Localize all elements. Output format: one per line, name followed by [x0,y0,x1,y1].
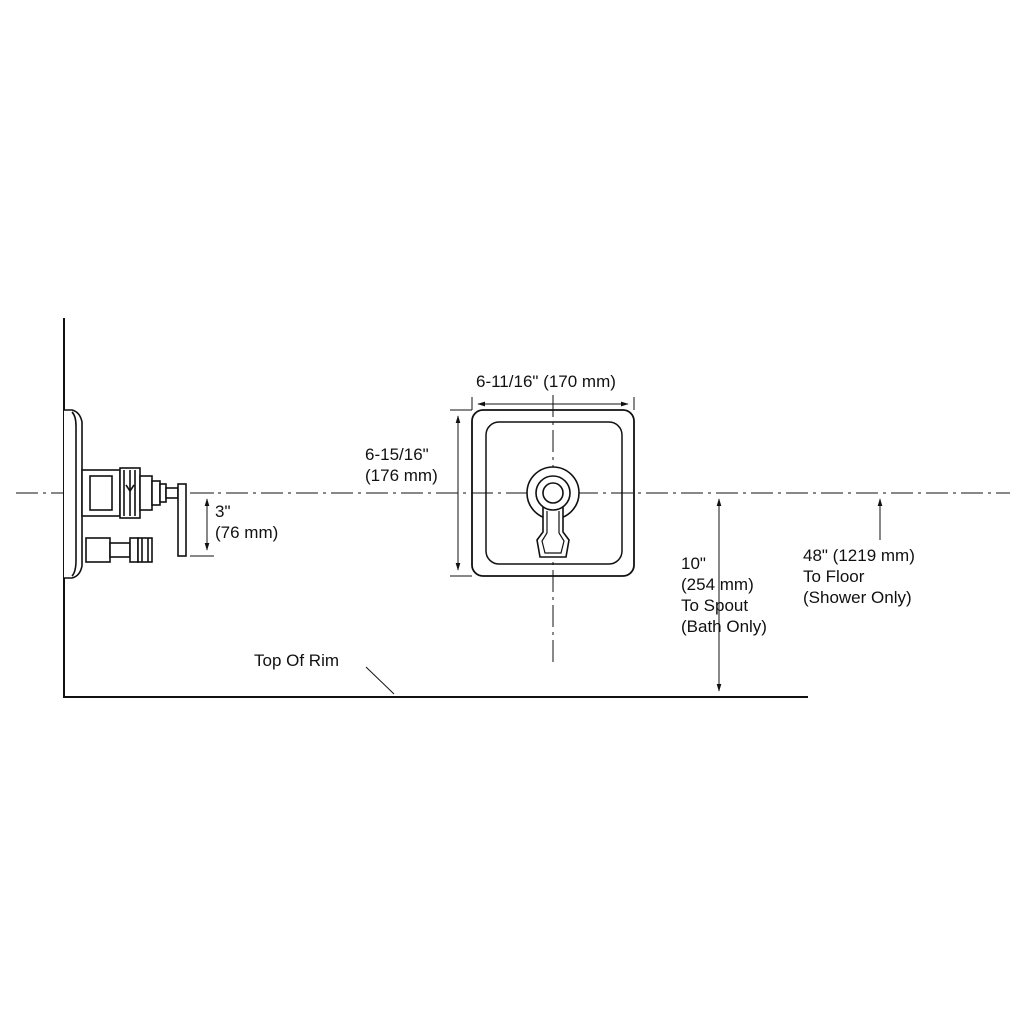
top-of-rim-label: Top Of Rim [254,651,340,670]
handle-offset-dimension [190,492,214,557]
plate-height-label: 6-15/16" (176 mm) [365,444,438,486]
valve-handle-front-view [526,466,580,558]
floor-height-line-1: 48" (1219 mm) [803,546,915,565]
floor-height-line-2: To Floor [803,567,865,586]
floor-height-line-3: (Shower Only) [803,588,912,607]
plate-height-dimension [450,409,472,577]
spout-height-label: 10" (254 mm) To Spout (Bath Only) [681,553,767,637]
spout-height-line-2: (254 mm) [681,575,754,594]
wall-outline [63,318,808,698]
handle-offset-line-2: (76 mm) [215,523,279,542]
plate-height-line-1: 6-15/16" [365,445,429,464]
rim-leader-line [365,666,395,695]
plate-width-label: 6-11/16" (170 mm) [476,372,616,391]
plate-height-line-2: (176 mm) [365,466,438,485]
plate-width-dimension [471,397,635,410]
spout-height-line-3: To Spout [681,596,749,615]
handle-offset-label: 3" (76 mm) [215,501,278,543]
spout-height-line-4: (Bath Only) [681,617,767,636]
floor-height-label: 48" (1219 mm) To Floor (Shower Only) [803,545,915,608]
spout-height-line-1: 10" [681,554,706,573]
handle-offset-line-1: 3" [215,502,231,521]
valve-side-view [64,409,187,579]
